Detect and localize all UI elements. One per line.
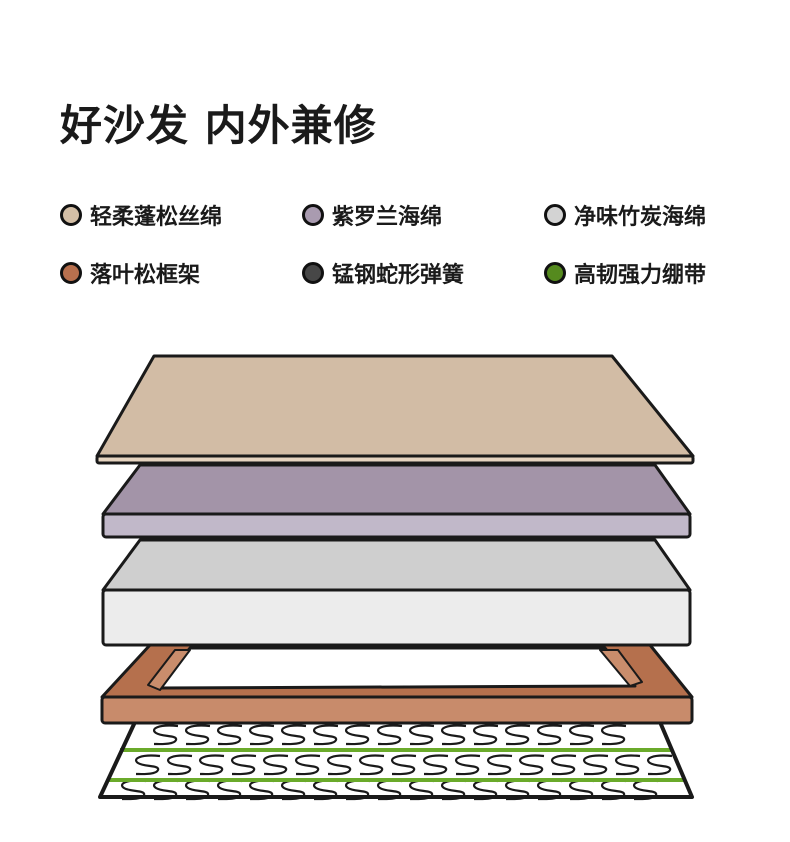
- legend-item-steel-spring: 锰钢蛇形弹簧: [302, 258, 544, 288]
- spring-coil: [518, 754, 545, 776]
- violet-sponge-layer: [101, 463, 692, 539]
- legend-label: 落叶松框架: [90, 263, 201, 288]
- spring-coil: [134, 754, 161, 776]
- spring-coil: [550, 754, 577, 776]
- spring-coil: [472, 724, 499, 746]
- legend-label: 轻柔蓬松丝绵: [90, 205, 223, 230]
- spring-coil: [262, 754, 289, 776]
- spring-coil: [358, 754, 385, 776]
- charcoal-sponge-layer: [101, 538, 692, 647]
- spring-coil: [422, 754, 449, 776]
- spring-coil: [454, 754, 481, 776]
- spring-coil: [312, 724, 339, 746]
- swatch-icon: [544, 204, 566, 226]
- spring-coil: [294, 754, 321, 776]
- legend-item-larch-frame: 落叶松框架: [60, 258, 302, 288]
- spring-coil: [568, 724, 595, 746]
- swatch-icon: [60, 262, 82, 284]
- swatch-icon: [302, 262, 324, 284]
- frame-layer: [100, 643, 694, 725]
- spring-coil: [248, 724, 275, 746]
- spring-coil: [486, 754, 513, 776]
- spring-coil: [600, 724, 627, 746]
- spring-coil: [230, 754, 257, 776]
- swatch-icon: [302, 204, 324, 226]
- spring-coil: [166, 754, 193, 776]
- spring-coil: [326, 754, 353, 776]
- spring-coil: [646, 754, 673, 776]
- spring-coil: [280, 724, 307, 746]
- page-title: 好沙发 内外兼修: [60, 101, 377, 150]
- legend-label: 紫罗兰海绵: [332, 205, 443, 230]
- spring-coil: [614, 754, 641, 776]
- spring-coil: [344, 724, 371, 746]
- legend-item-violet-sponge: 紫罗兰海绵: [302, 200, 544, 230]
- spring-layer: [98, 720, 694, 801]
- spring-coil: [152, 724, 179, 746]
- spring-coil: [536, 724, 563, 746]
- legend-item-elastic-band: 高韧强力绷带: [544, 258, 760, 288]
- legend-label: 高韧强力绷带: [574, 263, 707, 288]
- spring-coil: [216, 724, 243, 746]
- legend-label: 锰钢蛇形弹簧: [332, 263, 465, 288]
- spring-coil: [376, 724, 403, 746]
- spring-coil: [390, 754, 417, 776]
- spring-coil: [504, 724, 531, 746]
- spring-coil: [408, 724, 435, 746]
- spring-coil: [184, 724, 211, 746]
- legend-item-charcoal-sponge: 净味竹炭海绵: [544, 200, 760, 230]
- spring-coil: [440, 724, 467, 746]
- legend: 轻柔蓬松丝绵 紫罗兰海绵 净味竹炭海绵 落叶松框架 锰钢蛇形弹簧 高韧强力绷带: [60, 200, 760, 288]
- silk-wadding-layer: [95, 354, 695, 465]
- swatch-icon: [60, 204, 82, 226]
- legend-item-silk-wadding: 轻柔蓬松丝绵: [60, 200, 302, 230]
- spring-coil: [582, 754, 609, 776]
- legend-label: 净味竹炭海绵: [574, 205, 707, 230]
- swatch-icon: [544, 262, 566, 284]
- spring-coil: [198, 754, 225, 776]
